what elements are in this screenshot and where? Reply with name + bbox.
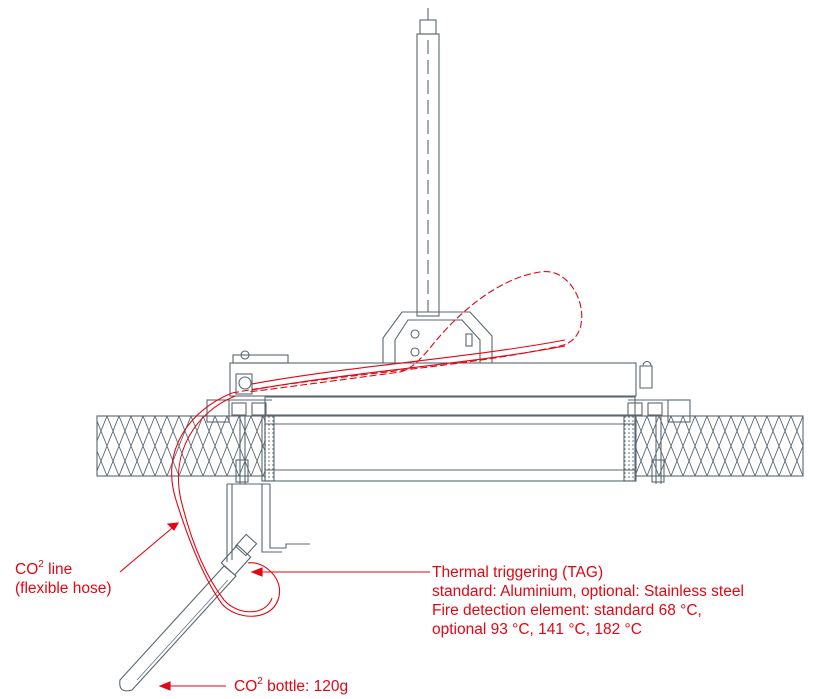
thermal-line-3: Fire detection element: standard 68 °C, bbox=[432, 602, 702, 619]
bottle-prefix: CO bbox=[234, 678, 258, 695]
leader-co2-line bbox=[119, 522, 180, 573]
damper-frame bbox=[206, 350, 691, 484]
thermal-line-4: optional 93 °C, 141 °C, 182 °C bbox=[432, 621, 642, 638]
leader-bottle bbox=[158, 681, 226, 691]
bottle-holder bbox=[226, 483, 310, 562]
co2-line-prefix: CO bbox=[15, 561, 39, 578]
co2-line-sup: 2 bbox=[38, 558, 44, 570]
leader-thermal bbox=[250, 567, 430, 577]
co2-hose bbox=[171, 271, 583, 617]
bottle-sup: 2 bbox=[257, 675, 263, 687]
co2-line-suffix: line bbox=[43, 561, 73, 578]
thermal-line-2: standard: Aluminium, optional: Stainless… bbox=[432, 583, 744, 600]
co2-line-subtitle: (flexible hose) bbox=[15, 580, 112, 597]
bottle-suffix: bottle: 120g bbox=[262, 678, 349, 695]
insulation-right bbox=[634, 415, 804, 477]
thermal-triggering-label: Thermal triggering (TAG) standard: Alumi… bbox=[432, 563, 744, 639]
actuator-assembly bbox=[382, 8, 493, 364]
co2-bottle bbox=[119, 533, 258, 692]
co2-line-label: CO2 line (flexible hose) bbox=[15, 558, 112, 598]
thermal-line-1: Thermal triggering (TAG) bbox=[432, 564, 604, 581]
co2-bottle-label: CO2 bottle: 120g bbox=[234, 675, 349, 696]
insulation-left bbox=[96, 415, 266, 477]
